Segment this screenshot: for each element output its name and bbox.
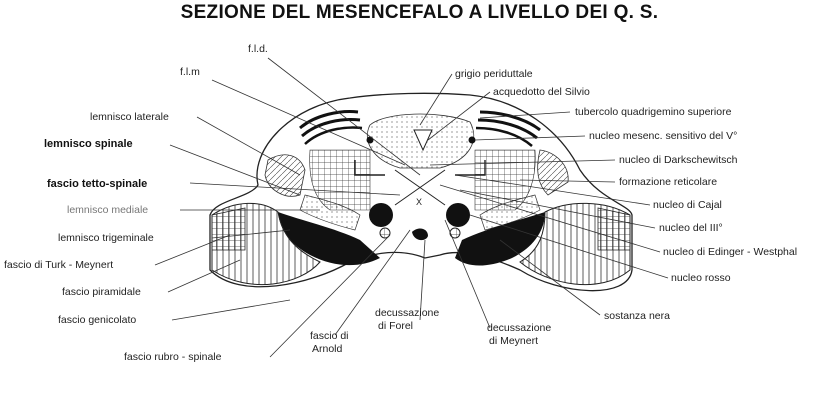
label-nucleo-darkschewitsch: nucleo di Darkschewitsch	[619, 154, 738, 166]
label-fascio-genicolato: fascio genicolato	[58, 314, 137, 326]
dark-arc-right-3	[475, 126, 533, 147]
central-frame	[354, 160, 486, 176]
label-fld: f.l.d.	[248, 43, 268, 55]
label-acquedotto-silvio: acquedotto del Silvio	[493, 86, 590, 98]
label-formazione-reticolare: formazione reticolare	[619, 176, 718, 188]
label-fascio-tetto-spinale: fascio tetto-spinale	[47, 178, 148, 190]
dark-arc-right-1	[479, 110, 541, 132]
label-fascio-rubro-spinale: fascio rubro - spinale	[124, 351, 222, 363]
substantia-nigra-left	[278, 212, 380, 266]
label-lemnisco-trigeminale: lemnisco trigeminale	[58, 232, 154, 244]
label-nucleo-cajal: nucleo di Cajal	[653, 199, 722, 211]
turk-meynert-right	[597, 207, 631, 251]
central-blob	[412, 228, 428, 241]
label-decussazione-meynert-2: di Meynert	[489, 335, 539, 347]
decussation-cross	[394, 169, 446, 206]
label-grigio-periduttale: grigio periduttale	[455, 68, 533, 80]
label-tubercolo-quadrigemino: tubercolo quadrigemino superiore	[575, 106, 732, 118]
label-fascio-piramidale: fascio piramidale	[62, 286, 141, 298]
label-nucleo-III: nucleo del III°	[659, 222, 723, 234]
substantia-nigra-right	[455, 212, 545, 266]
label-lemnisco-laterale: lemnisco laterale	[90, 111, 169, 123]
diagram-title: SEZIONE DEL MESENCEFALO A LIVELLO DEI Q.…	[180, 2, 659, 23]
label-decussazione-forel-2: di Forel	[378, 320, 414, 332]
red-nucleus-left	[369, 203, 393, 227]
label-flm: f.l.m	[180, 66, 200, 78]
dark-arc-left-3	[304, 126, 363, 145]
label-lemnisco-mediale: lemnisco mediale	[67, 204, 149, 216]
label-decussazione-forel-1: decussazione	[375, 307, 440, 319]
red-nucleus-right	[446, 203, 470, 227]
label-decussazione-meynert-1: decussazione	[487, 322, 552, 334]
dark-arc-right-2	[477, 118, 538, 140]
label-nucleo-rosso: nucleo rosso	[671, 272, 731, 284]
label-nucleo-mesenc: nucleo mesenc. sensitivo del V°	[589, 130, 738, 142]
mesenc-nucleus-left	[366, 136, 374, 144]
decussation-x-mark: X	[416, 197, 423, 207]
small-nucleus-left	[379, 227, 391, 239]
lemniscus-band-left	[264, 154, 306, 197]
label-lemnisco-spinale: lemnisco spinale	[44, 138, 133, 150]
label-nucleo-edinger: nucleo di Edinger - Westphal	[663, 246, 798, 258]
label-fascio-turk-meynert: fascio di Turk - Meynert	[4, 259, 114, 271]
label-fascio-di-arnold-2: Arnold	[312, 343, 343, 355]
aqueduct	[413, 129, 433, 152]
lemniscus-med-left	[299, 194, 361, 231]
mesenc-nucleus-right	[468, 136, 476, 144]
section-outline	[209, 92, 633, 292]
label-sostanza-nera: sostanza nera	[604, 310, 670, 322]
label-fascio-di-arnold-1: fascio di	[310, 330, 349, 342]
dark-arc-left-2	[301, 118, 361, 138]
turk-meynert-left	[211, 207, 246, 251]
leader-lines	[154, 57, 669, 358]
dark-arc-left-1	[299, 110, 359, 130]
